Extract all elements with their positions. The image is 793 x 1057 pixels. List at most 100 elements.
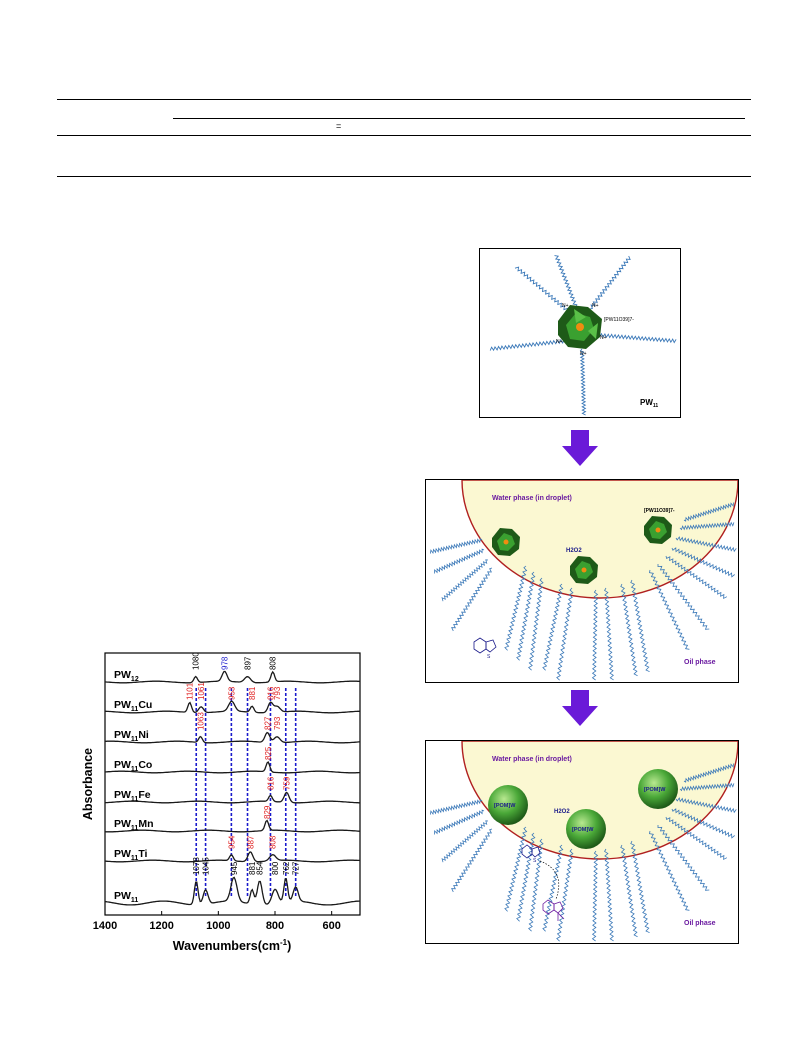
- series-label-name-7: PW: [114, 890, 131, 902]
- spectrum-trace-3: [104, 760, 360, 774]
- down-arrow-2: [562, 690, 598, 726]
- water-phase-label: Water phase (in droplet): [492, 495, 572, 502]
- spectra-traces: [104, 670, 361, 906]
- series-labels: PW12PW11CuPW11NiPW11CoPW11FePW11MnPW11Ti…: [114, 669, 154, 904]
- peak-label-25: 800: [271, 861, 280, 875]
- peak-label-24: 854: [256, 861, 265, 875]
- surfactant-chain-13: [649, 830, 690, 911]
- surfactant-chain-8: [556, 587, 574, 681]
- anion-label: [PW11O39]7-: [604, 317, 634, 323]
- series-label-name-3: PW: [114, 759, 131, 771]
- x-tick-label-2: 1000: [206, 920, 230, 932]
- surfactant-chain-8: [556, 848, 574, 942]
- active-species-sphere-2: [566, 809, 606, 849]
- series-label-name-2: PW: [114, 729, 131, 741]
- surfactant-chain-4: [597, 332, 677, 344]
- surfactant-chain-16: [671, 808, 735, 839]
- surfactant-chain-6: [528, 577, 544, 671]
- cation-label-4: N+: [600, 335, 607, 341]
- peak-label-20: 1078: [192, 857, 201, 875]
- surfactant-chains: [430, 763, 737, 942]
- peak-label-22: 945: [230, 861, 239, 875]
- peak-label-2: 897: [244, 656, 253, 670]
- surfactant-chain-6: [528, 838, 544, 932]
- peak-label-13: 825: [264, 746, 273, 760]
- series-label-2: PW11Ni: [114, 729, 149, 743]
- surfactant-chain-4: [504, 565, 528, 651]
- peak-label-6: 953: [228, 686, 237, 700]
- series-label-sub-3: 11: [131, 766, 139, 773]
- series-label-suffix-1: Cu: [138, 699, 152, 711]
- x-axis-label-close: ): [287, 939, 291, 953]
- x-axis-label-open: (: [258, 939, 263, 953]
- surfactant-chain-17: [675, 797, 737, 814]
- surfactant-chain-5: [516, 571, 536, 661]
- cation-label-3: N+: [556, 339, 563, 345]
- surfactant-chain-13: [649, 569, 690, 650]
- water-phase-label: Water phase (in droplet): [492, 756, 572, 763]
- series-label-name-1: PW: [114, 699, 131, 711]
- peak-label-16: 829: [263, 805, 272, 819]
- anion-label: [PW11O39]7-: [644, 508, 675, 514]
- surfactant-chain-9: [591, 850, 599, 942]
- series-label-sub-5: 11: [131, 825, 139, 832]
- oil-phase-label: Oil phase: [684, 659, 716, 666]
- series-label-sub-4: 11: [131, 796, 139, 803]
- series-label-name-4: PW: [114, 789, 131, 801]
- table-sub-rule: [173, 118, 745, 119]
- series-label-suffix-4: Fe: [138, 789, 150, 801]
- peak-label-17: 954: [227, 835, 236, 849]
- table-bottom-rule: [57, 176, 751, 177]
- water-droplet: [461, 741, 738, 860]
- series-label-suffix-5: Mn: [138, 818, 153, 830]
- benzothiophene-structure: S: [473, 637, 497, 660]
- plot-frame: [104, 652, 361, 916]
- peak-label-8: 816: [266, 686, 275, 700]
- surfactant-chain-19: [683, 502, 734, 522]
- x-axis-label: Wavenumbers(cm-1): [173, 938, 292, 953]
- cation-label-5: N+: [580, 351, 587, 357]
- surfactant-chain-12: [630, 579, 650, 673]
- surfactant-chain-2: [441, 559, 489, 602]
- surfactant-chains: [489, 255, 677, 416]
- peak-label-14: 816: [266, 776, 275, 790]
- surfactant-chain-1: [434, 809, 485, 835]
- compound-label-sub: 11: [653, 403, 659, 409]
- scheme-bottom-drawing: [POM]W [POM]W [POM]W Water phase (in dro…: [430, 741, 738, 942]
- polyoxometalate-cluster-3: [644, 516, 672, 544]
- spectrum-trace-7: [104, 876, 360, 906]
- peak-label-5: 1061: [197, 682, 206, 700]
- peak-label-3: 808: [269, 656, 278, 670]
- surfactant-chain-18: [679, 782, 735, 792]
- surfactant-chain-0: [430, 798, 483, 816]
- peak-label-10: 1063: [196, 712, 205, 730]
- peak-label-21: 1045: [202, 857, 211, 875]
- x-axis-label-exp: -1: [280, 938, 288, 947]
- surfactant-chain-2: [441, 820, 489, 863]
- surfactant-chain-14: [657, 564, 710, 630]
- x-tick-label-0: 1400: [93, 920, 117, 932]
- surfactant-chain-0: [430, 537, 483, 555]
- surfactant-chain-15: [665, 555, 728, 599]
- table-header-rule: [57, 135, 751, 136]
- peak-label-19: 808: [269, 835, 278, 849]
- peak-label-1: 978: [221, 656, 230, 670]
- active-site-label-2: [POM]W: [572, 827, 594, 833]
- series-label-sub-1: 11: [131, 706, 139, 713]
- x-axis-label-unit: cm: [262, 939, 280, 953]
- cation-label-1: N+: [562, 303, 569, 309]
- series-label-sub-2: 11: [131, 736, 139, 743]
- surfactant-chain-5: [579, 348, 587, 416]
- surfactant-chains: [430, 502, 737, 681]
- surfactant-chain-1: [434, 548, 485, 574]
- x-tick-label-3: 800: [266, 920, 284, 932]
- compound-label: PW11: [640, 398, 658, 409]
- spectrum-trace-5: [104, 819, 361, 833]
- oxidant-label: H2O2: [554, 809, 570, 815]
- active-site-label-1: [POM]W: [494, 803, 516, 809]
- series-label-name-6: PW: [114, 848, 131, 860]
- surfactant-chain-4: [504, 826, 528, 912]
- active-site-label-3: [POM]W: [644, 787, 666, 793]
- surfactant-chain-11: [620, 583, 638, 677]
